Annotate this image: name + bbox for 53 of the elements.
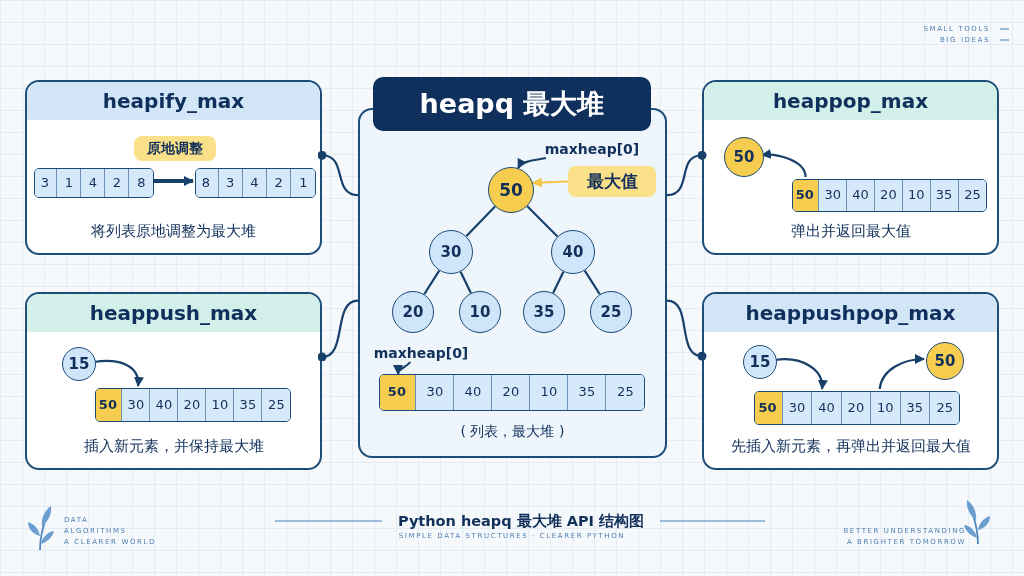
panel-description: 弹出并返回最大值: [789, 221, 912, 241]
list-cell: 50: [793, 180, 820, 211]
list-cell: 8: [196, 169, 219, 197]
heap-node-circle: 50: [724, 137, 764, 177]
panel-description: 将列表原地调整为最大堆: [90, 221, 257, 241]
curved-arrow: [878, 354, 925, 390]
list-box: [792, 179, 987, 212]
list-cell: 3: [35, 169, 58, 197]
list-box: [195, 168, 316, 198]
pointer-arrow: [517, 156, 547, 169]
list-box: [379, 374, 645, 411]
tree-edge: [459, 271, 472, 294]
tree-edge: [465, 205, 496, 237]
panel-header: heappush_max: [27, 294, 320, 332]
heap-node-circle: 15: [743, 345, 777, 379]
title-banner: heapq 最大堆: [373, 77, 651, 131]
list-cell: 50: [96, 389, 123, 421]
transform-arrow: [152, 176, 194, 186]
pointer-arrow: [531, 177, 569, 188]
tree-edge: [552, 271, 565, 294]
connector: [666, 150, 707, 197]
list-box: [34, 168, 154, 198]
panel-header: heappushpop_max: [704, 294, 997, 332]
connector: [317, 150, 359, 197]
array-caption: ( 列表，最大堆 ): [459, 422, 566, 441]
list-cell: 50: [380, 375, 417, 410]
panel-description: 插入新元素，并保持最大堆: [82, 436, 265, 456]
function-panel: [25, 80, 322, 255]
pointer-label: maxheap[0]: [544, 139, 640, 158]
heap-node-circle: 50: [926, 342, 964, 380]
panel-header: heapify_max: [27, 82, 320, 120]
connector: [666, 299, 707, 361]
function-panel: [25, 292, 322, 470]
label-badge: 原地调整: [134, 136, 216, 161]
label-badge: 最大值: [568, 166, 656, 197]
diagram-caption: Python heapq 最大堆 API 结构图: [397, 511, 645, 531]
panel-header: heappop_max: [704, 82, 997, 120]
panel-description: 先插入新元素，再弹出并返回最大值: [729, 436, 972, 456]
tree-edge: [526, 205, 559, 238]
connector: [317, 299, 359, 362]
curved-arrow: [774, 358, 827, 390]
heap-node-circle: 15: [62, 347, 96, 381]
list-box: [754, 391, 960, 425]
function-panel: [702, 292, 999, 470]
curved-arrow: [93, 359, 144, 387]
tree-edge: [583, 270, 601, 295]
pointer-label: maxheap[0]: [376, 343, 466, 362]
pointer-arrow: [394, 361, 412, 375]
list-cell: 50: [755, 392, 783, 424]
curved-arrow: [761, 149, 807, 178]
list-box: [95, 388, 291, 422]
tree-edge: [423, 270, 441, 295]
function-panel: [702, 80, 999, 255]
